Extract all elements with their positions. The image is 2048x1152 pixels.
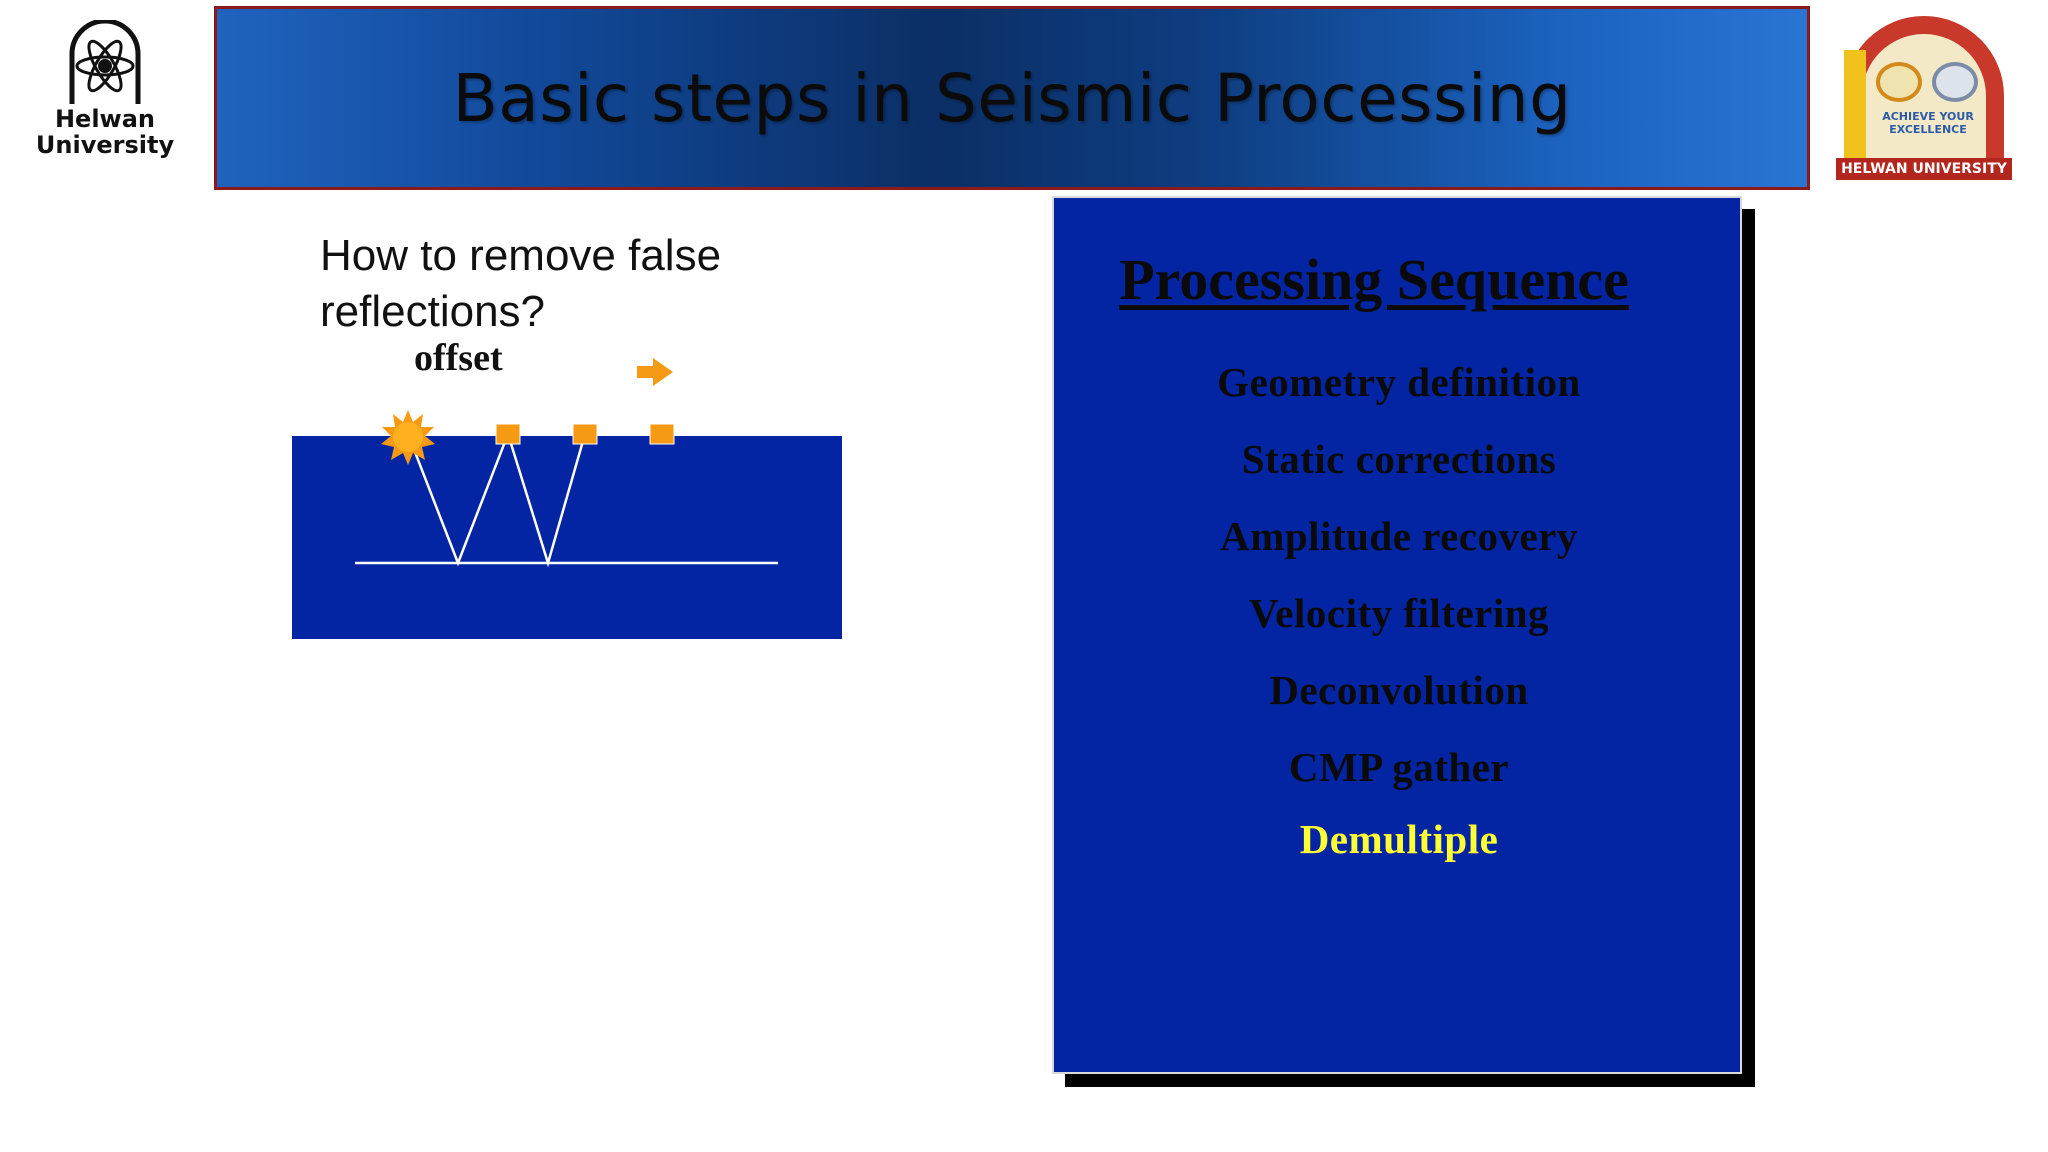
subsurface-layer <box>292 436 842 639</box>
processing-step: Amplitude recovery <box>1220 513 1578 559</box>
offset-label: offset <box>414 337 503 379</box>
receiver-icon <box>572 423 598 445</box>
logo-motto: ACHIEVE YOUR EXCELLENCE <box>1882 110 1974 136</box>
source-burst-icon <box>381 410 435 465</box>
offset-arrow-icon <box>637 358 673 386</box>
slide-title-bar: Basic steps in Seismic Processing <box>214 6 1810 190</box>
logo-footer: HELWAN UNIVERSITY <box>1836 158 2012 180</box>
processing-step: Demultiple <box>1299 816 1499 862</box>
helwan-university-logo: Helwan University <box>20 20 190 170</box>
processing-step: Geometry definition <box>1217 359 1581 405</box>
logo-text-university: University <box>35 131 175 159</box>
multiple-reflection-diagram <box>292 358 842 639</box>
aapg-emblem-icon <box>1876 62 1922 102</box>
helwan-logo-icon <box>69 20 141 104</box>
question-text: How to remove false reflections? <box>320 231 722 336</box>
processing-step: Velocity filtering <box>1248 590 1550 636</box>
processing-step: CMP gather <box>1288 744 1510 790</box>
seg-emblem-icon <box>1932 62 1978 102</box>
aapg-seg-chapter-logo: ACHIEVE YOUR EXCELLENCE HELWAN UNIVERSIT… <box>1836 10 2012 180</box>
receiver-icon <box>495 423 521 445</box>
processing-sequence-title: Processing Sequence <box>1119 247 1629 312</box>
processing-step: Deconvolution <box>1269 667 1529 713</box>
logo-text-helwan: Helwan <box>54 105 156 133</box>
slide-title: Basic steps in Seismic Processing <box>452 59 1572 137</box>
logo-band <box>1844 50 1866 166</box>
processing-step: Static corrections <box>1241 436 1557 482</box>
logo-arch-inner <box>1862 34 1986 166</box>
receiver-icon <box>649 423 675 445</box>
